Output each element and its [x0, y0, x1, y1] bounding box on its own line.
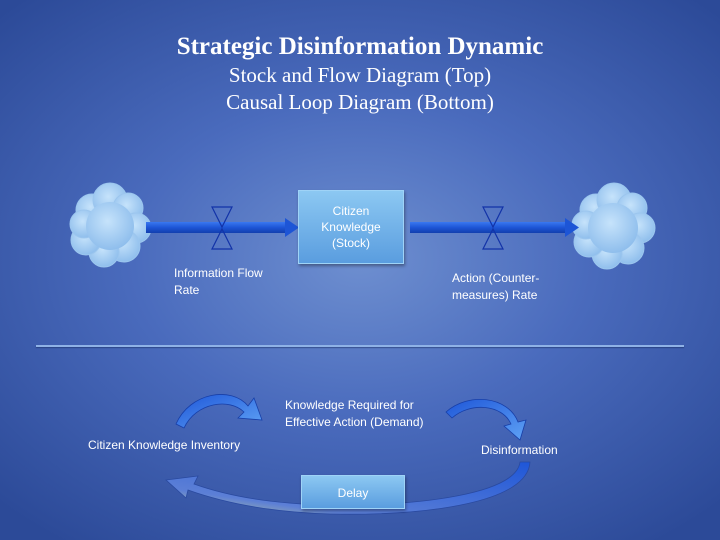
node-citizen-knowledge-inventory: Citizen Knowledge Inventory: [88, 438, 241, 452]
diagram-subtitle-line-2: Causal Loop Diagram (Bottom): [226, 90, 494, 114]
source-cloud: [69, 182, 152, 268]
node-disinformation: Disinformation: [481, 443, 558, 457]
outflow-arrow: [410, 218, 579, 237]
inflow-rate-label-line-2: Rate: [174, 283, 200, 297]
diagram-title: Strategic Disinformation Dynamic: [176, 33, 544, 60]
loop-arrow-to-demand: [175, 394, 263, 429]
outflow-valve-icon: [482, 206, 504, 250]
inflow-rate-label-line-1: Information Flow: [174, 266, 263, 280]
section-divider: [36, 345, 684, 347]
loop-arrow-to-disinformation: [445, 398, 527, 441]
inflow-arrow: [146, 218, 299, 237]
title-block: Strategic Disinformation Dynamic Stock a…: [0, 32, 720, 116]
node-demand: Knowledge Required for Effective Action …: [285, 397, 424, 431]
delay-box: Delay: [301, 475, 405, 509]
stock-citizen-knowledge: Citizen Knowledge (Stock): [298, 190, 404, 264]
outflow-rate-label-line-2: measures) Rate: [452, 288, 538, 302]
outflow-rate-label-line-1: Action (Counter-: [452, 271, 540, 285]
inflow-rate-label: Information Flow Rate: [174, 265, 263, 299]
sink-cloud: [571, 182, 656, 270]
outflow-rate-label: Action (Counter- measures) Rate: [452, 270, 539, 304]
node-demand-line-2: Effective Action (Demand): [285, 415, 424, 429]
loop-arrow-feedback: [165, 461, 531, 515]
inflow-valve-icon: [211, 206, 233, 250]
node-demand-line-1: Knowledge Required for: [285, 398, 414, 412]
diagram-subtitle-line-1: Stock and Flow Diagram (Top): [228, 63, 492, 87]
